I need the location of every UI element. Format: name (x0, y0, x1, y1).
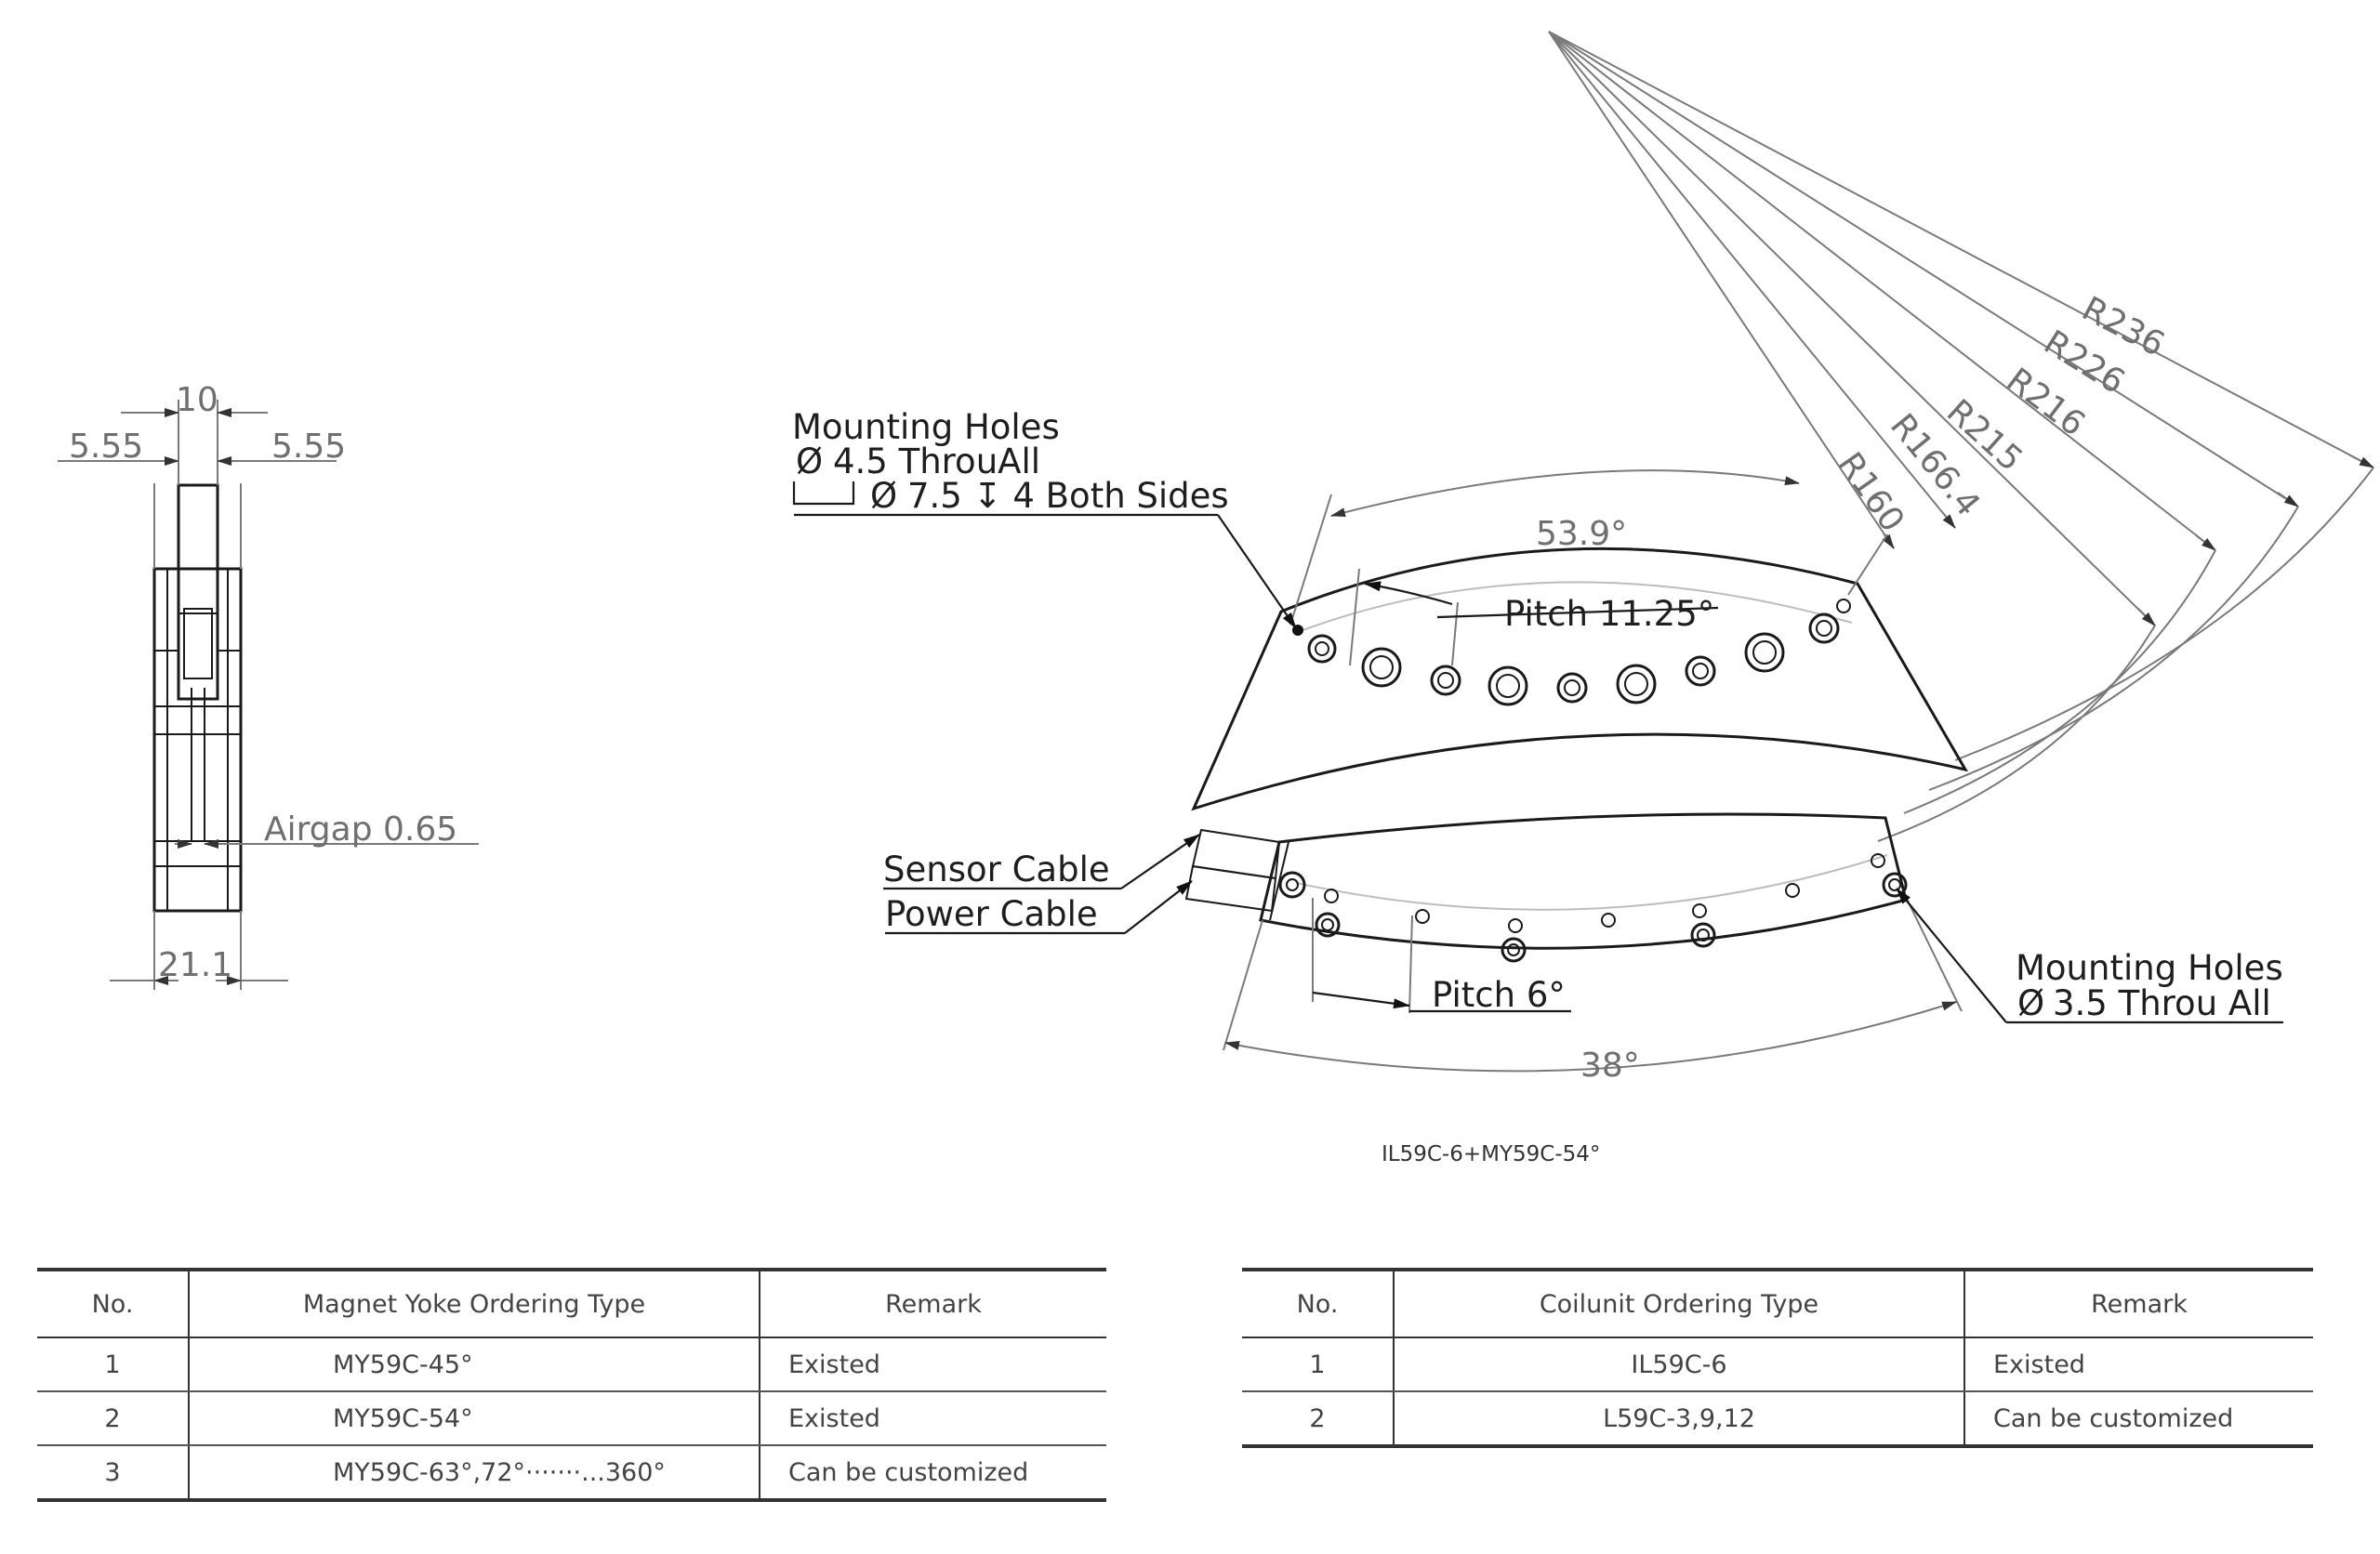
table-header-cell: No. (1242, 1268, 1394, 1338)
magnet-yoke-table: No. Magnet Yoke Ordering Type Remark 1 M… (37, 1268, 1106, 1502)
coil-mounting-holes (1278, 853, 1908, 963)
table-header-cell: Coilunit Ordering Type (1393, 1268, 1964, 1338)
airgap-label: Airgap 0.65 (264, 810, 457, 849)
dim-top-width: 10 (176, 381, 218, 419)
table-cell: MY59C-45° (188, 1337, 760, 1392)
diameter-icon: Ø (796, 441, 823, 481)
table-cell: IL59C-6 (1393, 1337, 1964, 1392)
side-view-body (152, 567, 243, 913)
table-cell: MY59C-54° (188, 1391, 760, 1446)
dim-base-width: 21.1 (158, 946, 232, 984)
table-cell: 3 (37, 1445, 189, 1502)
table-cell: 1 (1242, 1337, 1394, 1392)
mounting-holes-bottom-line2: 3.5 Throu All (2053, 983, 2271, 1023)
counterbore-icon (792, 481, 855, 506)
table-header-row: No. Magnet Yoke Ordering Type Remark (37, 1268, 1106, 1338)
table-row: 2 MY59C-54° Existed (37, 1391, 1106, 1446)
side-view-top-block (177, 483, 219, 701)
table-header-cell: Remark (759, 1268, 1106, 1338)
table-cell: L59C-3,9,12 (1393, 1391, 1964, 1448)
angle-yoke-label: 53.9° (1536, 515, 1627, 553)
mounting-holes-top-line1: Mounting Holes (792, 407, 1060, 447)
table-header-cell: No. (37, 1268, 189, 1338)
mounting-holes-bottom-line1: Mounting Holes (2016, 948, 2283, 988)
table-cell: Existed (759, 1391, 1106, 1446)
yoke-mounting-holes (1292, 599, 1851, 706)
side-view: 10 5.55 5.55 Airgap 0.65 21.1 (58, 381, 479, 990)
table-header-cell: Remark (1964, 1268, 2313, 1338)
pitch-top-label: Pitch 11.25° (1504, 594, 1714, 634)
table-row: 3 MY59C-63°,72°·······...360° Can be cus… (37, 1445, 1106, 1502)
table-row: 2 L59C-3,9,12 Can be customized (1242, 1391, 2313, 1448)
power-cable-label: Power Cable (885, 894, 1098, 934)
table-cell: Can be customized (1964, 1391, 2313, 1448)
mounting-holes-top-line2: 4.5 ThrouAll (833, 441, 1040, 481)
table-cell: MY59C-63°,72°·······...360° (188, 1445, 760, 1502)
dim-right-offset: 5.55 (271, 428, 346, 466)
diameter-icon: Ø (2017, 983, 2044, 1023)
table-cell: 2 (1242, 1391, 1394, 1448)
table-cell: Existed (1964, 1337, 2313, 1392)
mounting-holes-top-line3: 7.5 ↧ 4 Both Sides (907, 476, 1229, 516)
table-cell: Existed (759, 1337, 1106, 1392)
coil-unit (1184, 812, 1908, 963)
magnet-yoke (1191, 547, 1969, 811)
table-cell: Can be customized (759, 1445, 1106, 1502)
table-row: 1 IL59C-6 Existed (1242, 1337, 2313, 1392)
sensor-cable-label: Sensor Cable (883, 849, 1110, 889)
table-cell: 1 (37, 1337, 189, 1392)
front-view: R236 R226 R216 R215 R166.4 R160 (792, 31, 2374, 1166)
table-header-row: No. Coilunit Ordering Type Remark (1242, 1268, 2313, 1338)
drawing-caption: IL59C-6+MY59C-54° (1382, 1142, 1600, 1166)
angle-coil-label: 38° (1580, 1047, 1640, 1085)
diameter-icon: Ø (870, 476, 897, 516)
table-header-cell: Magnet Yoke Ordering Type (188, 1268, 760, 1338)
radius-lines (1548, 31, 2374, 626)
table-row: 1 MY59C-45° Existed (37, 1337, 1106, 1392)
pitch-bottom-label: Pitch 6° (1432, 975, 1566, 1015)
dim-left-offset: 5.55 (69, 428, 143, 466)
table-cell: 2 (37, 1391, 189, 1446)
coil-unit-table: No. Coilunit Ordering Type Remark 1 IL59… (1242, 1268, 2313, 1448)
